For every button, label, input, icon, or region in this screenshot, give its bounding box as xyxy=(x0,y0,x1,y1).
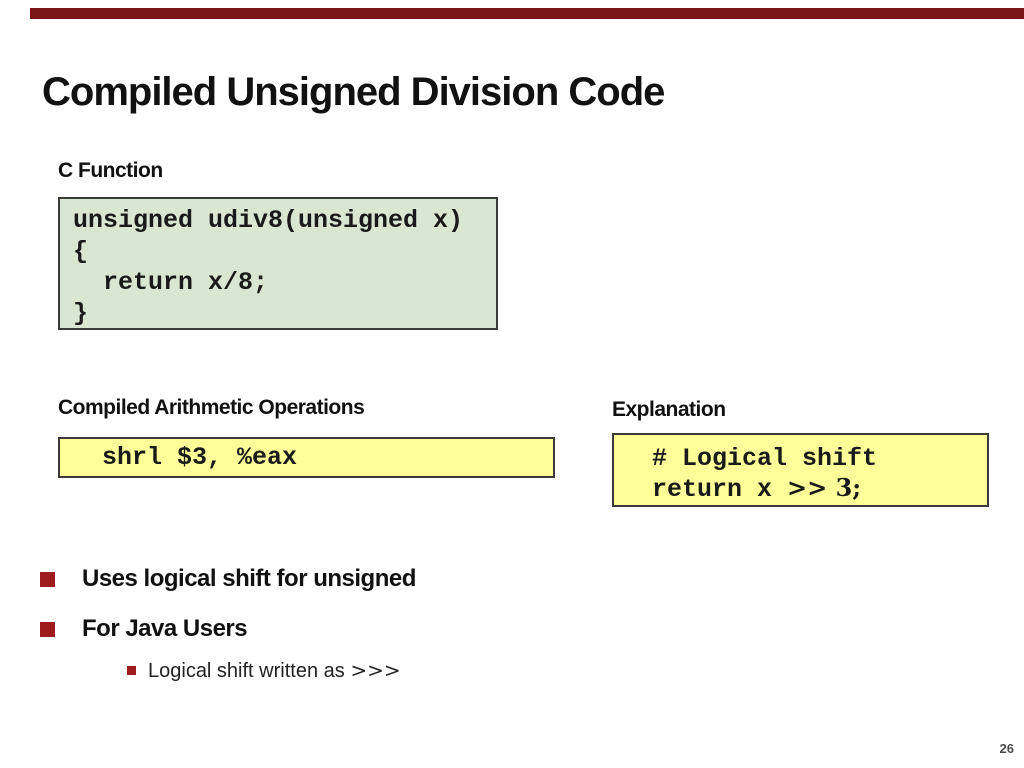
bullet-item-1: Uses logical shift for unsigned xyxy=(40,563,416,595)
code-line: { xyxy=(73,237,89,266)
code-line: return x >> 3; xyxy=(652,473,987,504)
page-number: 26 xyxy=(999,741,1014,756)
code-line: # Logical shift xyxy=(652,444,878,473)
bullet-item-2: For Java Users xyxy=(40,613,248,645)
code-line-prefix: return x xyxy=(652,475,788,504)
java-shift-operator-text: >>> xyxy=(350,658,401,682)
bullet-square-icon xyxy=(40,622,55,637)
explanation-label: Explanation xyxy=(612,398,726,421)
bullet-text: Uses logical shift for unsigned xyxy=(82,565,416,592)
sub-bullet-prefix: Logical shift written as xyxy=(148,660,351,682)
sub-bullet-square-icon xyxy=(127,666,136,675)
top-accent-bar xyxy=(30,8,1024,19)
bullet-text: For Java Users xyxy=(82,615,248,642)
compiled-ops-code-box: shrl $3, %eax xyxy=(58,437,555,478)
code-line: } xyxy=(73,299,89,328)
code-line: return x/8; xyxy=(73,268,269,297)
compiled-ops-label: Compiled Arithmetic Operations xyxy=(58,396,365,419)
c-function-code-box: unsigned udiv8(unsigned x) { return x/8;… xyxy=(58,197,498,330)
slide-title: Compiled Unsigned Division Code xyxy=(42,70,665,114)
c-function-label: C Function xyxy=(58,159,163,182)
sub-bullet-item: Logical shift written as >>> xyxy=(127,657,401,685)
explanation-code-box: # Logical shift return x >> 3; xyxy=(612,433,989,507)
shift-operator-text: >> 3; xyxy=(787,473,862,502)
bullet-square-icon xyxy=(40,572,55,587)
code-line: shrl $3, %eax xyxy=(102,443,298,472)
code-line: unsigned udiv8(unsigned x) xyxy=(73,206,464,235)
sub-bullet-text: Logical shift written as >>> xyxy=(148,657,401,685)
